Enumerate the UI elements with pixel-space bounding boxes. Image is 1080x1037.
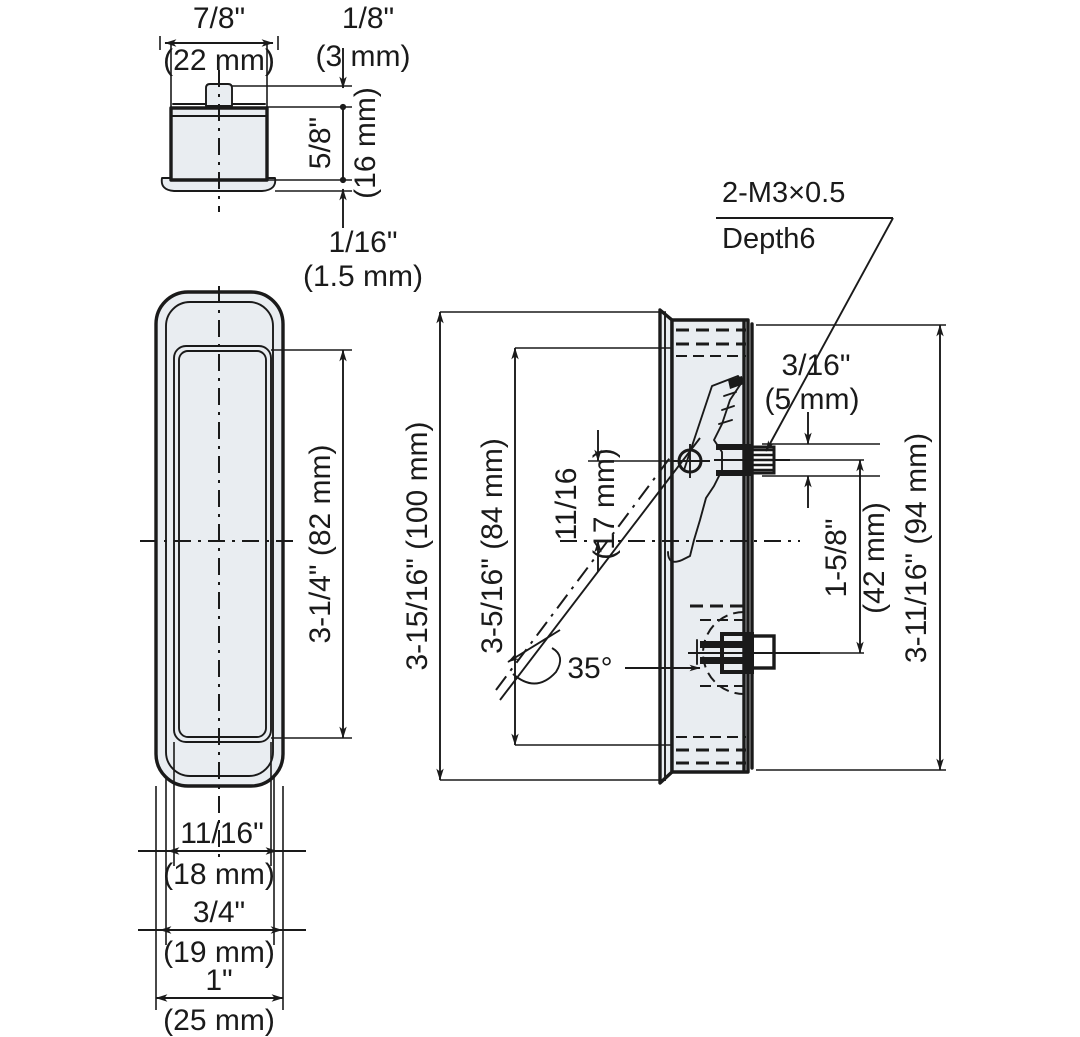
side-cam-tip [728,376,744,389]
side-angle-label: 35° [567,652,612,685]
side-cam-hatch-marks [718,391,737,425]
side-section-view: 3-15/16" (100 mm) 3-5/16" (84 mm) 11/16 … [401,177,946,785]
boss-height-imperial: 1/8" [342,2,394,35]
front-recess-pocket [173,345,272,743]
side-angle-arc [512,647,562,685]
front-w2-metric: (19 mm) [163,936,275,969]
front-height-label: 3-1/4" (82 mm) [304,444,337,643]
screw-note-line1: 2-M3×0.5 [722,177,845,209]
side-flange-plate [658,308,674,785]
side-hidden-lines-top [676,328,746,357]
side-17-metric: (17 mm) [588,448,621,560]
front-w1-metric: (18 mm) [163,858,275,891]
side-94-label: 3-11/16" (94 mm) [900,433,933,663]
front-w3-imperial: 1" [205,964,232,997]
front-recess-inner [178,350,267,738]
body-height-metric: (16 mm) [349,87,382,199]
boss-height-metric: (3 mm) [316,40,411,73]
top-cap-view: 7/8" (22 mm) 1/8" (3 mm) 5/8" (16 mm) 1/… [159,2,423,293]
side-section-arrow [507,629,561,663]
front-w1-imperial: 11/16" [180,817,264,850]
side-section-slant-line [499,437,701,701]
side-17-imperial: 11/16 [550,468,583,541]
front-w2-imperial: 3/4" [193,896,245,929]
side-hidden-lines-bottom [676,736,746,765]
flange-thk-metric: (1.5 mm) [303,260,423,293]
side-body-block [670,318,750,774]
side-42-imperial: 1-5/8" [820,518,853,597]
front-face-view: 3-1/4" (82 mm) 11/16" (18 mm) 3/4" (19 m… [138,286,352,1037]
side-5-metric: (5 mm) [765,383,860,416]
side-42-metric: (42 mm) [858,502,891,614]
side-internal-cam-profile [667,375,743,563]
cap-width-metric: (22 mm) [163,44,275,77]
flange-thk-imperial: 1/16" [328,226,397,259]
front-w3-metric: (25 mm) [163,1004,275,1037]
side-screw-lower [688,604,820,695]
side-5-imperial: 3/16" [781,349,850,382]
cap-width-imperial: 7/8" [193,2,245,35]
body-height-imperial: 5/8" [304,117,337,169]
screw-note-line2: Depth6 [722,223,816,255]
screw-note-leader [765,217,894,452]
side-100-label: 3-15/16" (100 mm) [401,421,434,670]
side-84-label: 3-5/16" (84 mm) [476,438,509,654]
